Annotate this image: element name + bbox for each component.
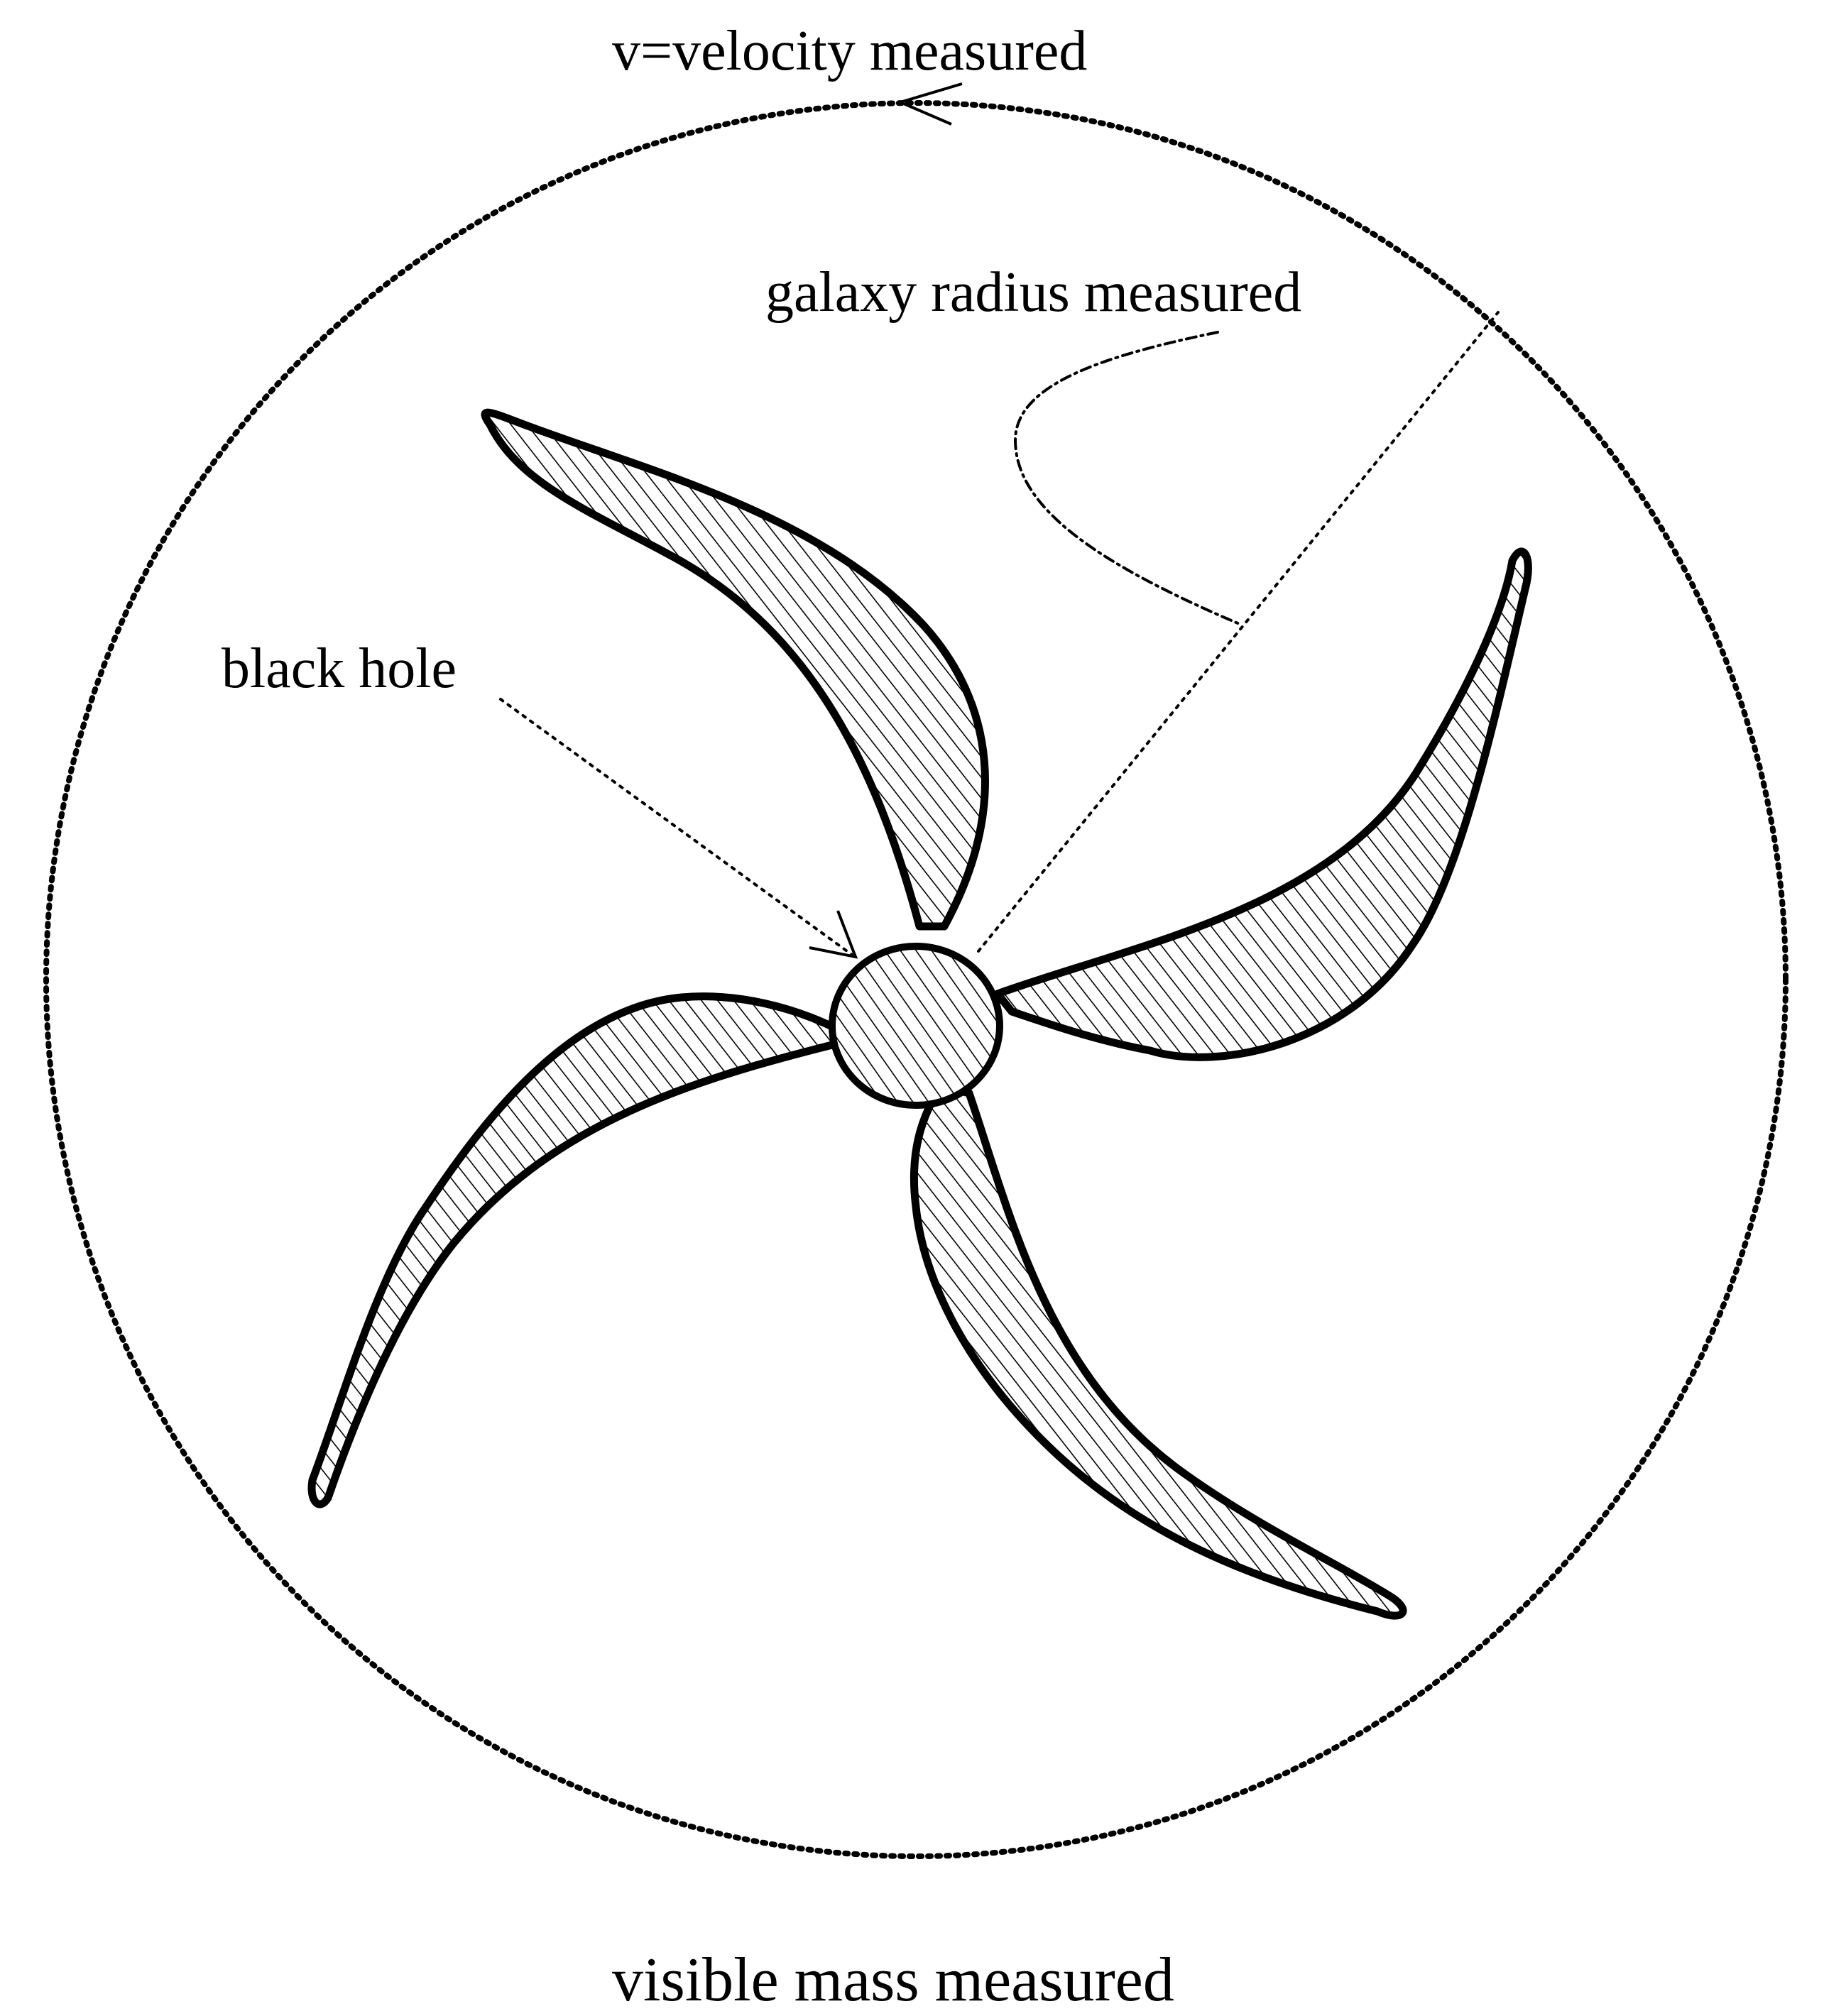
radius-line (977, 311, 1500, 953)
velocity-arrow (900, 82, 963, 126)
black-hole-leader-arrow (499, 698, 858, 959)
visible-mass-label: visible mass measured (612, 1946, 1174, 2015)
spiral-arm-upper-left (481, 408, 989, 931)
spiral-arm-right (993, 547, 1532, 1061)
spiral-arm-lower-left (307, 992, 842, 1508)
spiral-arm-lower-right (910, 1082, 1407, 1620)
black-hole-label: black hole (222, 637, 457, 700)
radius-label-leader (1013, 331, 1242, 626)
galaxy-boundary-circle (43, 100, 1788, 1859)
velocity-label: v=velocity measured (612, 20, 1087, 82)
radius-label: galaxy radius measured (765, 261, 1301, 324)
black-hole-core (829, 943, 1003, 1109)
